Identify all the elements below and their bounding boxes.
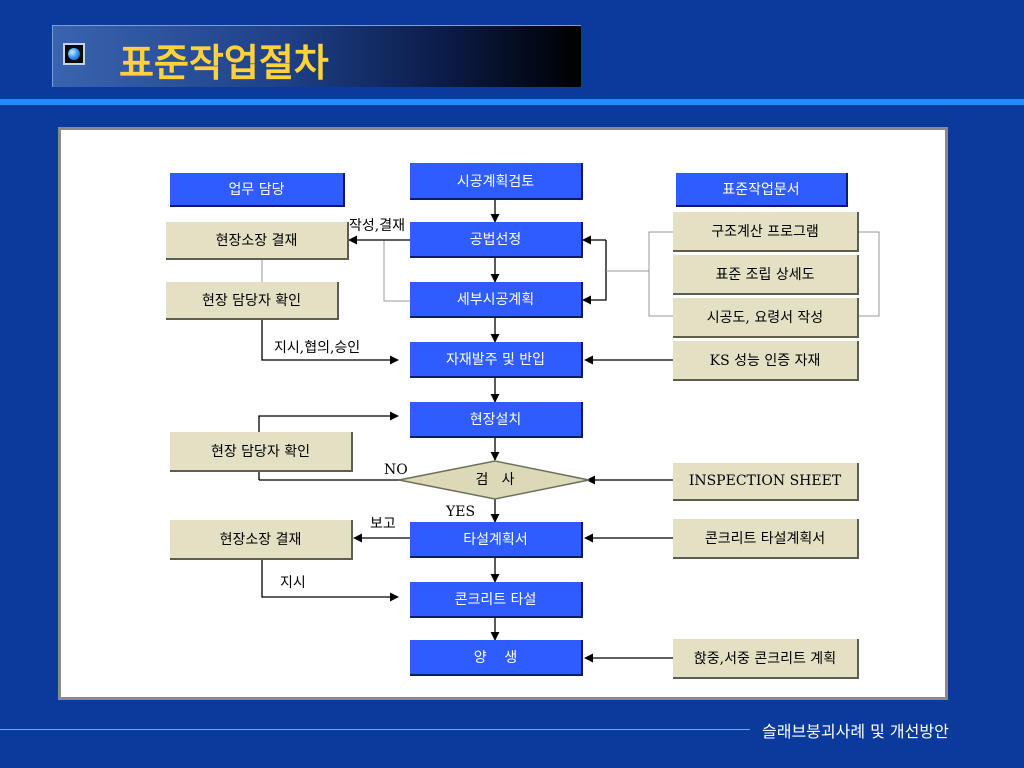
left-site-staff-check-2: 현장 담당자 확인	[170, 432, 353, 472]
label-report: 보고	[370, 516, 396, 532]
right-structural-calc-program: 구조계산 프로그램	[673, 212, 859, 252]
node-method-selection: 공법선정	[410, 222, 583, 258]
footer-caption: 슬래브붕괴사례 및 개선방안	[762, 722, 949, 741]
right-standard-assembly-detail: 표준 조립 상세도	[673, 255, 859, 295]
label-no: NO	[384, 462, 408, 478]
bottom-divider	[0, 729, 750, 730]
label-yes: YES	[446, 504, 476, 520]
right-construction-drawing: 시공도, 요령서 작성	[673, 298, 859, 338]
label-instruct: 지시	[280, 575, 306, 591]
bullet-icon	[63, 43, 85, 65]
node-construction-plan-review: 시공계획검토	[410, 163, 583, 200]
label-write-approve: 작성,결재	[349, 218, 405, 234]
flowchart-panel: 업무 담당 표준작업문서 시공계획검토 공법선정 세부시공계획 자재발주 및 반…	[58, 127, 948, 700]
right-inspection-sheet: INSPECTION SHEET	[673, 463, 859, 501]
node-material-order-delivery: 자재발주 및 반입	[410, 342, 583, 378]
inspection-decision	[398, 460, 590, 500]
top-divider	[0, 99, 1024, 105]
node-detailed-construction-plan: 세부시공계획	[410, 282, 583, 318]
node-pour-plan: 타설계획서	[410, 522, 583, 558]
title-bar: 표준작업절차	[52, 25, 581, 87]
left-site-staff-check-1: 현장 담당자 확인	[166, 282, 339, 320]
right-hot-cold-weather-concrete-plan: 핝중,서중 콘크리트 계획	[673, 639, 859, 679]
connector-lines	[258, 200, 880, 663]
node-site-installation: 현장설치	[410, 402, 583, 438]
right-ks-certified-material: KS 성능 인증 자재	[673, 341, 859, 381]
left-site-manager-approval-1: 현장소장 결재	[166, 222, 349, 260]
header-standard-docs: 표준작업문서	[676, 173, 848, 207]
header-task-owner: 업무 담당	[170, 173, 345, 207]
left-site-manager-approval-2: 현장소장 결재	[170, 520, 353, 560]
node-inspection: 검 사	[475, 472, 515, 488]
page-title: 표준작업절차	[119, 41, 329, 85]
node-curing: 양 생	[410, 640, 583, 676]
label-instruct-consult-approve: 지시,협의,승인	[274, 340, 361, 356]
node-concrete-pouring: 콘크리트 타설	[410, 582, 583, 618]
right-concrete-pour-plan: 콘크리트 타설계획서	[673, 519, 859, 559]
